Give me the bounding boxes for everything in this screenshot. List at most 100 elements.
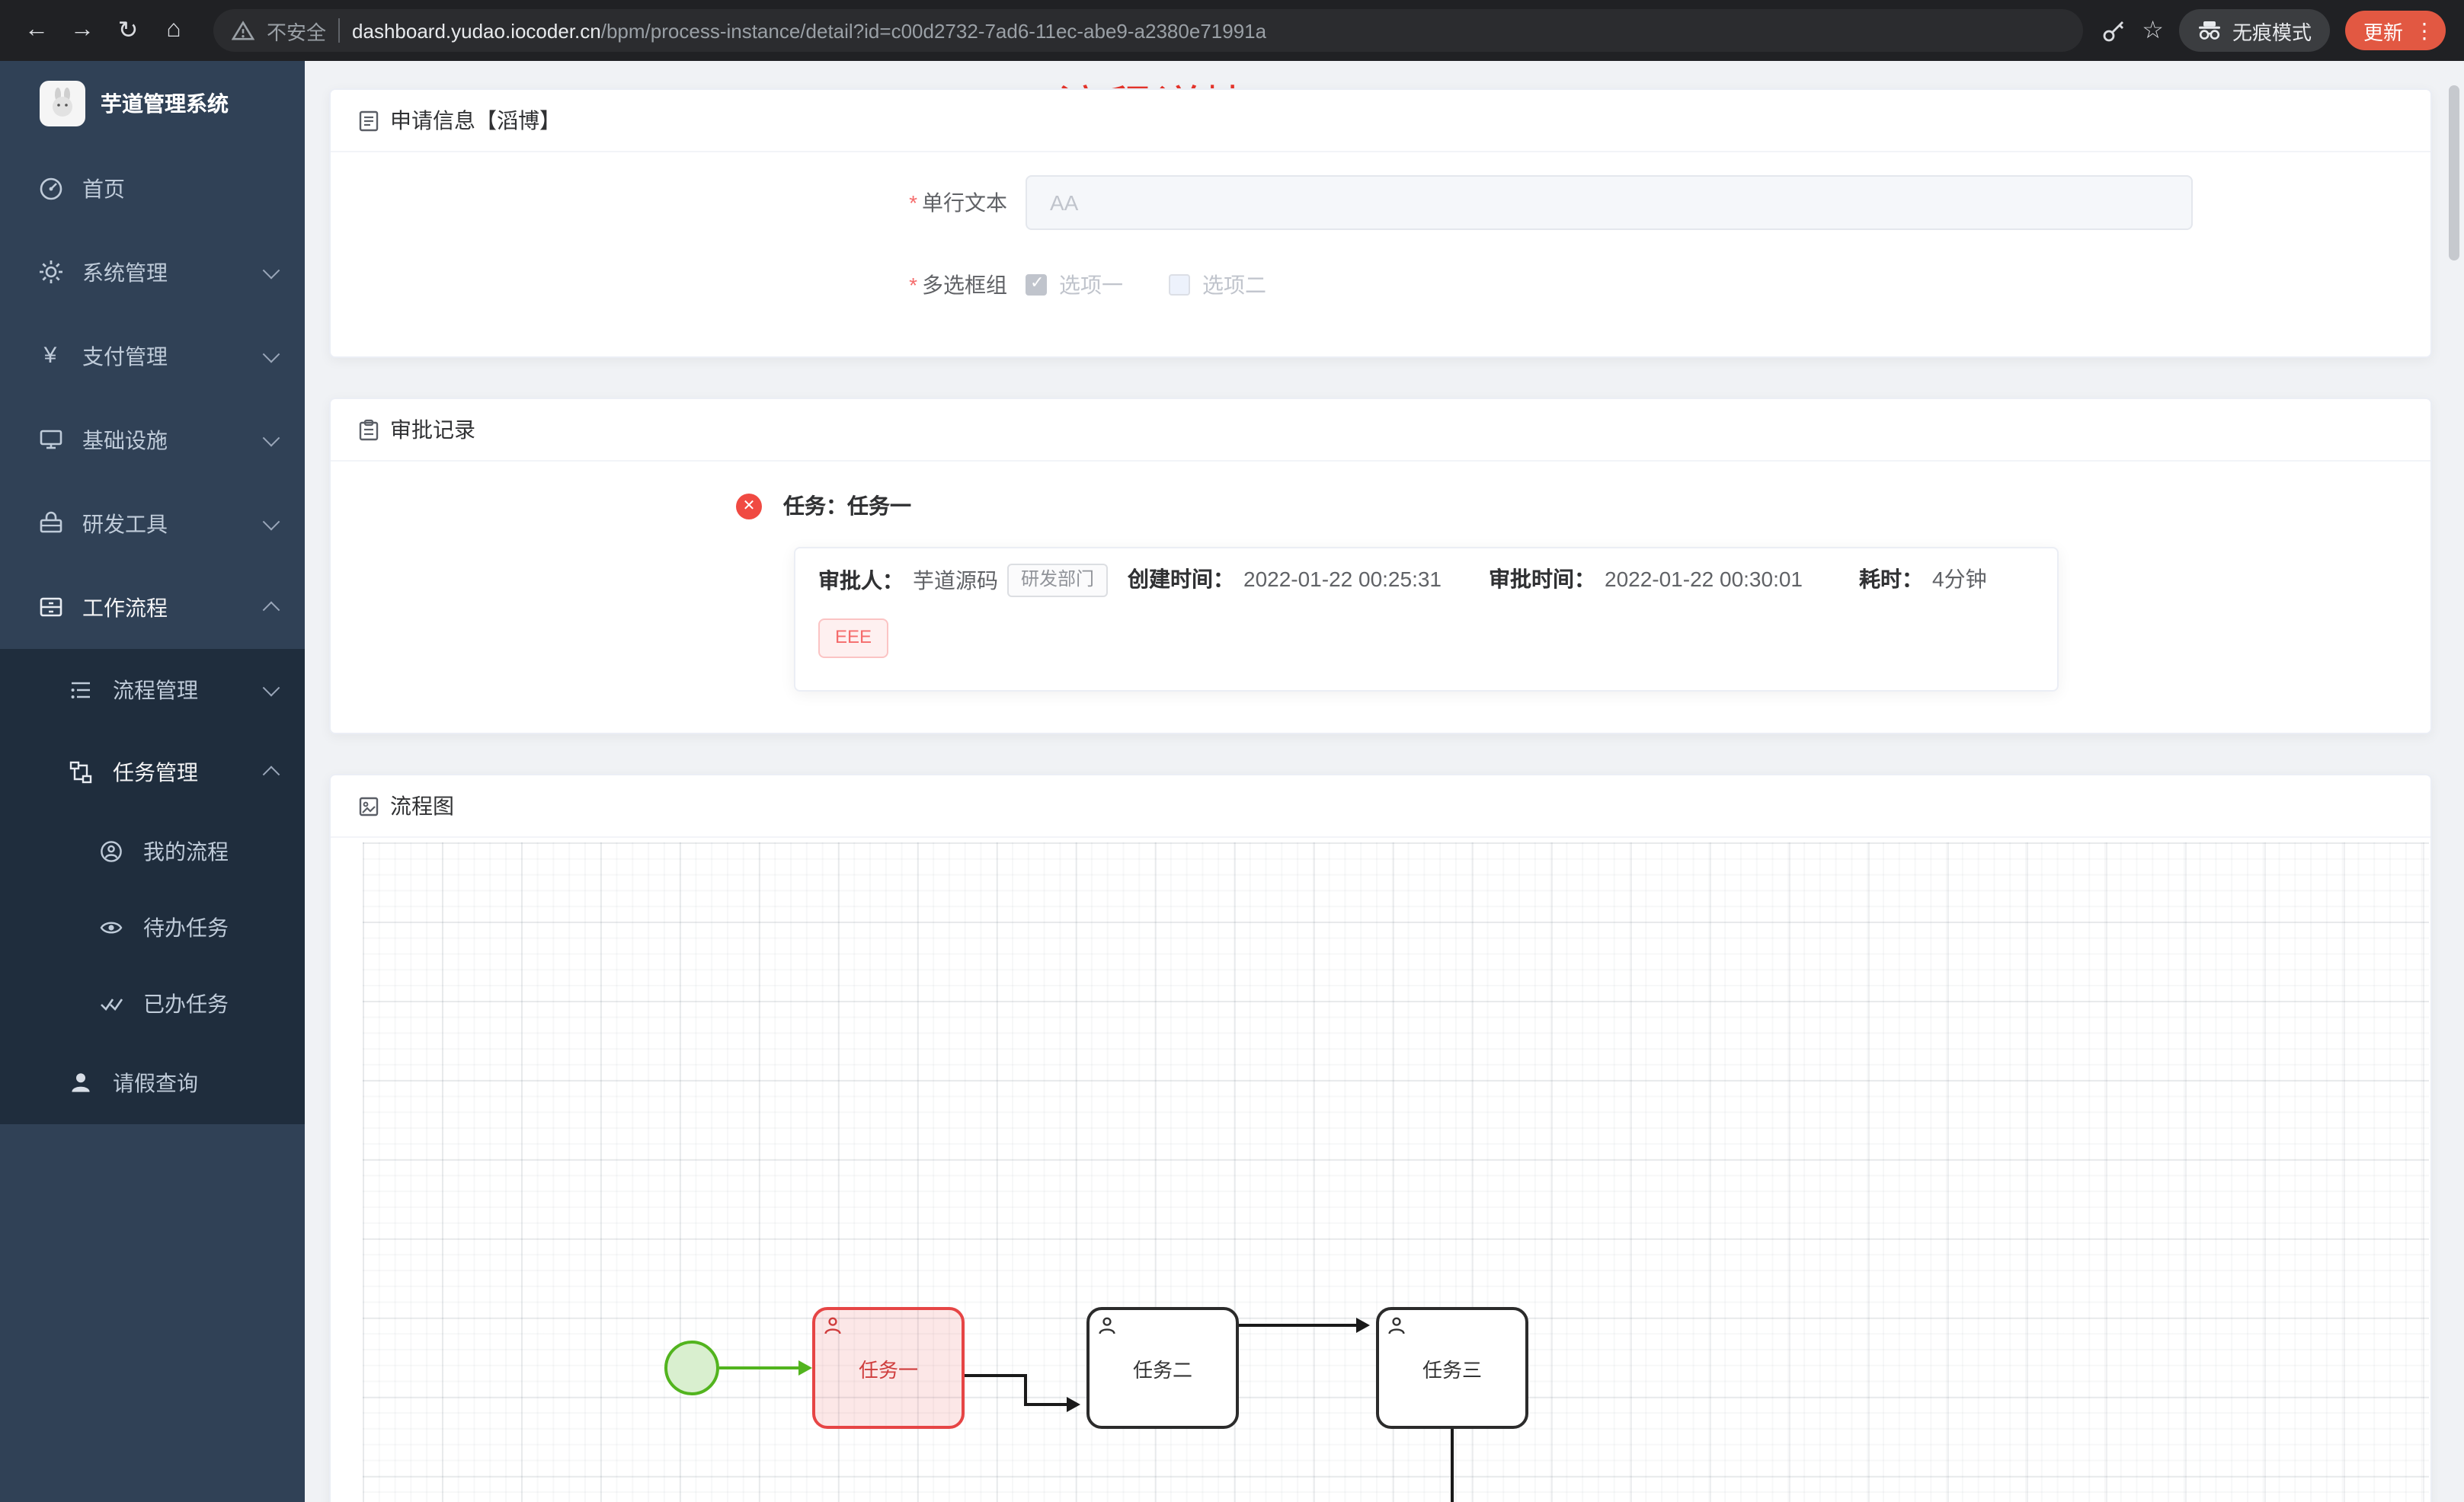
- sidebar-item-label: 请假查询: [113, 1071, 198, 1095]
- chevron-down-icon: [262, 344, 280, 363]
- required-asterisk: *: [909, 273, 917, 297]
- address-bar[interactable]: 不安全 dashboard.yudao.iocoder.cn/bpm/proce…: [213, 9, 2083, 52]
- url-path: /bpm/process-instance/detail?id=c00d2732…: [600, 19, 1267, 42]
- sidebar-item-leave-query[interactable]: 请假查询: [0, 1042, 305, 1124]
- flow-icon: [67, 759, 94, 786]
- forward-icon[interactable]: →: [70, 17, 94, 43]
- reload-icon[interactable]: ↻: [117, 18, 139, 44]
- sidebar-item-done-tasks[interactable]: 已办任务: [0, 966, 305, 1042]
- key-icon[interactable]: [2101, 18, 2126, 43]
- bpmn-task-label: 任务三: [1422, 1358, 1482, 1381]
- chevron-down-icon: [262, 679, 280, 697]
- eye-icon: [98, 914, 125, 941]
- checkbox-unchecked-icon[interactable]: [1169, 274, 1190, 296]
- yen-icon: ¥: [43, 343, 57, 369]
- approval-record-card: 审批记录 ✕ 任务：任务一 审批人： 芋道源码 研发部门 创建时间： 2022-…: [329, 398, 2432, 734]
- page-scrollbar[interactable]: [2449, 85, 2459, 260]
- update-button[interactable]: 更新 ⋮: [2344, 11, 2446, 50]
- approval-card-header: 审批记录: [331, 399, 2430, 462]
- sidebar-item-label: 我的流程: [143, 839, 229, 864]
- incognito-icon: [2198, 21, 2220, 40]
- duration-value: 4分钟: [1932, 567, 1987, 591]
- comment-tag: EEE: [818, 618, 889, 658]
- approval-detail-line: 审批人： 芋道源码 研发部门 创建时间： 2022-01-22 00:25:31…: [795, 564, 2057, 603]
- sidebar-item-label: 待办任务: [143, 916, 229, 940]
- browser-menu-icon[interactable]: ⋮: [2414, 18, 2435, 42]
- omnibox-divider: [338, 18, 341, 43]
- update-label: 更新: [2363, 21, 2403, 43]
- created-value: 2022-01-22 00:25:31: [1243, 567, 1442, 591]
- apply-info-card: 申请信息【滔博】 *单行文本 *多选框组 选项一 选项二: [329, 88, 2432, 358]
- checkbox-option-1[interactable]: 选项一: [1026, 270, 1123, 300]
- document-icon: [359, 110, 379, 131]
- sidebar-item-devtools[interactable]: 研发工具: [0, 481, 305, 565]
- checkbox-option-2[interactable]: 选项二: [1169, 270, 1266, 300]
- text-field-row: *单行文本: [352, 175, 2193, 230]
- checkbox-checked-icon[interactable]: [1026, 273, 1047, 296]
- created-group: 创建时间： 2022-01-22 00:25:31: [1128, 564, 1442, 594]
- process-diagram-card: 流程图 任务一: [329, 774, 2432, 1502]
- sidebar-item-system[interactable]: 系统管理: [0, 230, 305, 314]
- apply-card-header: 申请信息【滔博】: [331, 90, 2430, 152]
- checkbox-label: 选项一: [1059, 273, 1123, 297]
- browser-chrome: ← → ↻ ⌂ 不安全 dashboard.yudao.iocoder.cn/b…: [0, 0, 2464, 61]
- approver-label: 审批人：: [818, 568, 904, 593]
- comment-line: EEE: [818, 618, 889, 658]
- checkbox-group: 选项一 选项二: [1026, 270, 1266, 300]
- bpmn-task-label: 任务一: [858, 1358, 918, 1381]
- required-asterisk: *: [909, 190, 917, 215]
- approved-group: 审批时间： 2022-01-22 00:30:01: [1489, 564, 1803, 594]
- bookmark-star-icon[interactable]: ☆: [2142, 18, 2164, 44]
- error-status-icon: ✕: [736, 493, 762, 519]
- chevron-down-icon: [262, 512, 280, 530]
- approver-value: 芋道源码: [913, 568, 998, 593]
- url-text: dashboard.yudao.iocoder.cn/bpm/process-i…: [352, 19, 1266, 42]
- checkbox-field-label: *多选框组: [909, 273, 1007, 297]
- created-label: 创建时间：: [1128, 567, 1234, 591]
- sidebar-item-payment[interactable]: ¥ 支付管理: [0, 314, 305, 398]
- chevron-up-icon: [262, 765, 280, 784]
- sidebar-item-todo-tasks[interactable]: 待办任务: [0, 890, 305, 966]
- sidebar-item-workflow[interactable]: 工作流程: [0, 565, 305, 649]
- bpmn-task-3[interactable]: 任务三: [1376, 1307, 1528, 1429]
- sidebar-item-task-mgmt[interactable]: 任务管理: [0, 731, 305, 813]
- double-check-icon: [98, 990, 125, 1018]
- security-label: 不安全: [267, 21, 327, 43]
- bpmn-start-event[interactable]: [664, 1341, 719, 1395]
- sidebar-item-infra[interactable]: 基础设施: [0, 398, 305, 481]
- sidebar-item-label: 首页: [82, 176, 125, 200]
- home-icon[interactable]: ⌂: [166, 17, 181, 43]
- apply-card-title: 申请信息【滔博】: [390, 108, 561, 133]
- app-logo[interactable]: 芋道管理系统: [0, 61, 305, 146]
- sidebar-item-process-mgmt[interactable]: 流程管理: [0, 649, 305, 731]
- bpmn-canvas[interactable]: 任务一 任务二 任务三: [363, 842, 2429, 1502]
- sidebar-item-label: 任务管理: [113, 760, 198, 785]
- sequence-flow-lines: [719, 1318, 1454, 1502]
- task-title: 任务：任务一: [783, 494, 911, 518]
- incognito-label: 无痕模式: [2232, 21, 2312, 43]
- diagram-card-title: 流程图: [390, 794, 454, 818]
- gear-icon: [37, 258, 64, 286]
- user-task-icon: [1388, 1317, 1405, 1334]
- sidebar: 芋道管理系统 首页 系统管理 ¥ 支付管理 基础设施: [0, 61, 305, 1502]
- workflow-submenu: 流程管理 任务管理 我的流程 待办任务: [0, 649, 305, 1124]
- bpmn-task-1[interactable]: 任务一: [812, 1307, 965, 1429]
- duration-label: 耗时：: [1859, 567, 1923, 591]
- chevron-up-icon: [262, 600, 280, 618]
- dashboard-icon: [37, 174, 64, 202]
- warning-icon: [232, 21, 254, 40]
- bpmn-task-2[interactable]: 任务二: [1086, 1307, 1239, 1429]
- checkbox-label: 选项二: [1202, 273, 1266, 297]
- record-icon: [359, 418, 379, 440]
- chevron-down-icon: [262, 260, 280, 279]
- toolbox-icon: [37, 510, 64, 537]
- single-line-text-input[interactable]: [1026, 175, 2193, 230]
- person-circle-icon: [98, 838, 125, 865]
- sidebar-item-my-process[interactable]: 我的流程: [0, 813, 305, 890]
- user-task-icon: [824, 1317, 841, 1334]
- sidebar-item-home[interactable]: 首页: [0, 146, 305, 230]
- back-icon[interactable]: ←: [24, 17, 49, 43]
- person-icon: [67, 1069, 94, 1097]
- diagram-card-header: 流程图: [331, 775, 2430, 838]
- approval-card-title: 审批记录: [390, 417, 475, 442]
